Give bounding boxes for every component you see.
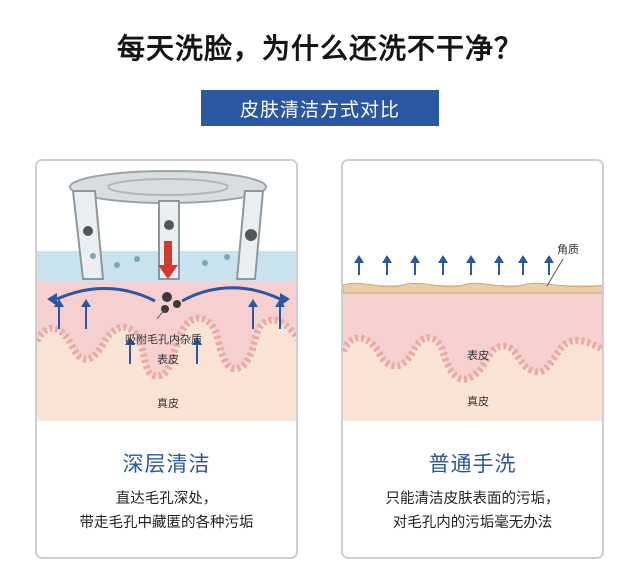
section-banner: 皮肤清洁方式对比: [201, 90, 439, 126]
epidermis-label: 表皮: [467, 348, 489, 362]
stratum-corneum-layer: [343, 282, 602, 294]
impurity-dot: [173, 300, 181, 308]
epidermis-label: 表皮: [157, 352, 179, 366]
normal-washing-card: 角质 表皮 真皮 普通手洗 只能清洁皮肤表面的污垢， 对毛孔内的污垢毫无办法: [341, 159, 604, 559]
card-description: 直达毛孔深处， 带走毛孔中藏匿的各种污垢: [37, 487, 296, 535]
deep-cleansing-card: 吸附毛孔内杂质 表皮 真皮 深层清洁 直达毛孔深处， 带走毛孔中藏匿的各种污垢: [35, 159, 298, 559]
normal-washing-illustration: 角质 表皮 真皮: [343, 161, 602, 421]
deep-cleansing-illustration: 吸附毛孔内杂质 表皮 真皮: [37, 161, 296, 421]
card-title: 深层清洁: [122, 452, 211, 476]
impurity-dot: [162, 292, 172, 302]
dermis-layer: [37, 318, 296, 421]
card-description-line: 对毛孔内的污垢毫无办法: [392, 515, 553, 531]
card-description-line: 直达毛孔深处，: [115, 491, 218, 507]
page-title: 每天洗脸，为什么还洗不干净？: [116, 32, 523, 65]
card-description-line: 只能清洁皮肤表面的污垢，: [385, 491, 560, 507]
stratum-corneum-label: 角质: [557, 243, 579, 256]
dermis-label: 真皮: [157, 396, 179, 410]
card-title: 普通手洗: [428, 452, 517, 476]
dermis-label: 真皮: [467, 394, 489, 408]
impurities-label: 吸附毛孔内杂质: [125, 332, 202, 346]
card-description-line: 带走毛孔中藏匿的各种污垢: [79, 515, 254, 531]
card-description: 只能清洁皮肤表面的污垢， 对毛孔内的污垢毫无办法: [343, 487, 602, 535]
suction-arrow: [164, 241, 172, 267]
device-top: [69, 170, 267, 204]
